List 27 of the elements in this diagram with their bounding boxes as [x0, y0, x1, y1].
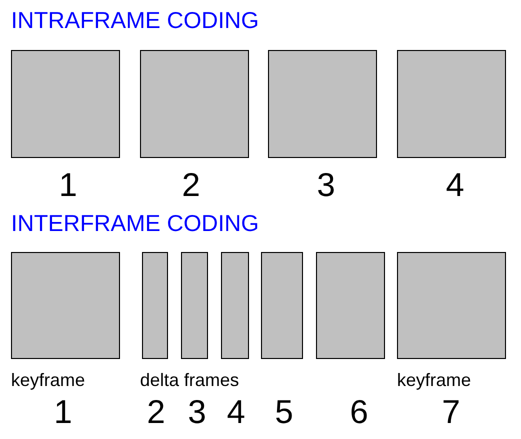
frame-type-label: keyframe [11, 371, 86, 389]
frame-box [140, 50, 249, 158]
frame-number: 4 [446, 168, 464, 201]
frame-number: 6 [350, 395, 368, 428]
frame-number: 2 [146, 395, 166, 428]
frame-number: 3 [188, 395, 206, 428]
frame-box [268, 50, 377, 158]
section-heading: INTERFRAME CODING [11, 212, 259, 235]
frame-number: 2 [182, 168, 200, 201]
frame-box [316, 252, 385, 359]
frame-number: 4 [226, 395, 246, 428]
frame-number: 5 [274, 395, 294, 428]
section-heading: INTRAFRAME CODING [11, 9, 259, 32]
frame-number: 1 [58, 168, 78, 201]
frame-type-label: keyframe [397, 371, 472, 389]
frame-number: 1 [54, 395, 72, 428]
frame-box [11, 252, 120, 359]
frame-box [397, 50, 506, 158]
frame-box [221, 252, 249, 359]
frame-box [397, 252, 506, 359]
frame-box [11, 50, 120, 158]
frame-box [142, 252, 168, 359]
frame-box [181, 252, 208, 359]
frame-box [261, 252, 303, 359]
frame-type-label: delta frames [140, 371, 240, 389]
frame-number: 7 [442, 395, 460, 428]
frame-number: 3 [316, 168, 336, 201]
